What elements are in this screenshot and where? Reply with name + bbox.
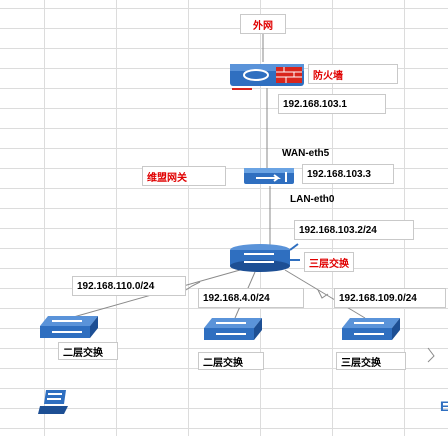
gateway-label: 维盟网关 — [142, 166, 226, 186]
laptop-icon — [38, 390, 68, 414]
switch-icon — [342, 318, 400, 340]
connector-mark-right — [317, 289, 329, 299]
net-mid-address: 192.168.4.0/24 — [198, 288, 304, 308]
internet-label: 外网 — [240, 14, 286, 34]
firewall-icon — [230, 64, 304, 90]
core-switch-label: 三层交换 — [304, 252, 354, 272]
gateway-wan-ip: 192.168.103.3 — [302, 164, 394, 184]
core-uplink-ip: 192.168.103.2/24 — [294, 220, 414, 240]
net-left-address: 192.168.110.0/24 — [72, 276, 186, 296]
connector-mark-far-right — [427, 347, 435, 363]
firewall-ip: 192.168.103.1 — [278, 94, 386, 114]
switch-left-label: 二层交换 — [58, 342, 118, 360]
firewall-label: 防火墙 — [308, 64, 398, 84]
switch-icon — [204, 318, 262, 340]
switch-mid-label: 二层交换 — [198, 352, 264, 370]
lan-port-label: LAN-eth0 — [290, 194, 335, 205]
net-right-address: 192.168.109.0/24 — [334, 288, 446, 308]
right-edge-fragment: E — [440, 398, 448, 414]
router-icon — [244, 168, 294, 184]
switch-icon — [40, 316, 98, 338]
core-switch-icon — [230, 243, 300, 272]
link-core-right — [284, 269, 366, 319]
wan-port-label: WAN-eth5 — [282, 148, 330, 159]
connector-mark-left — [185, 281, 201, 291]
switch-right-label: 三层交换 — [336, 352, 406, 370]
